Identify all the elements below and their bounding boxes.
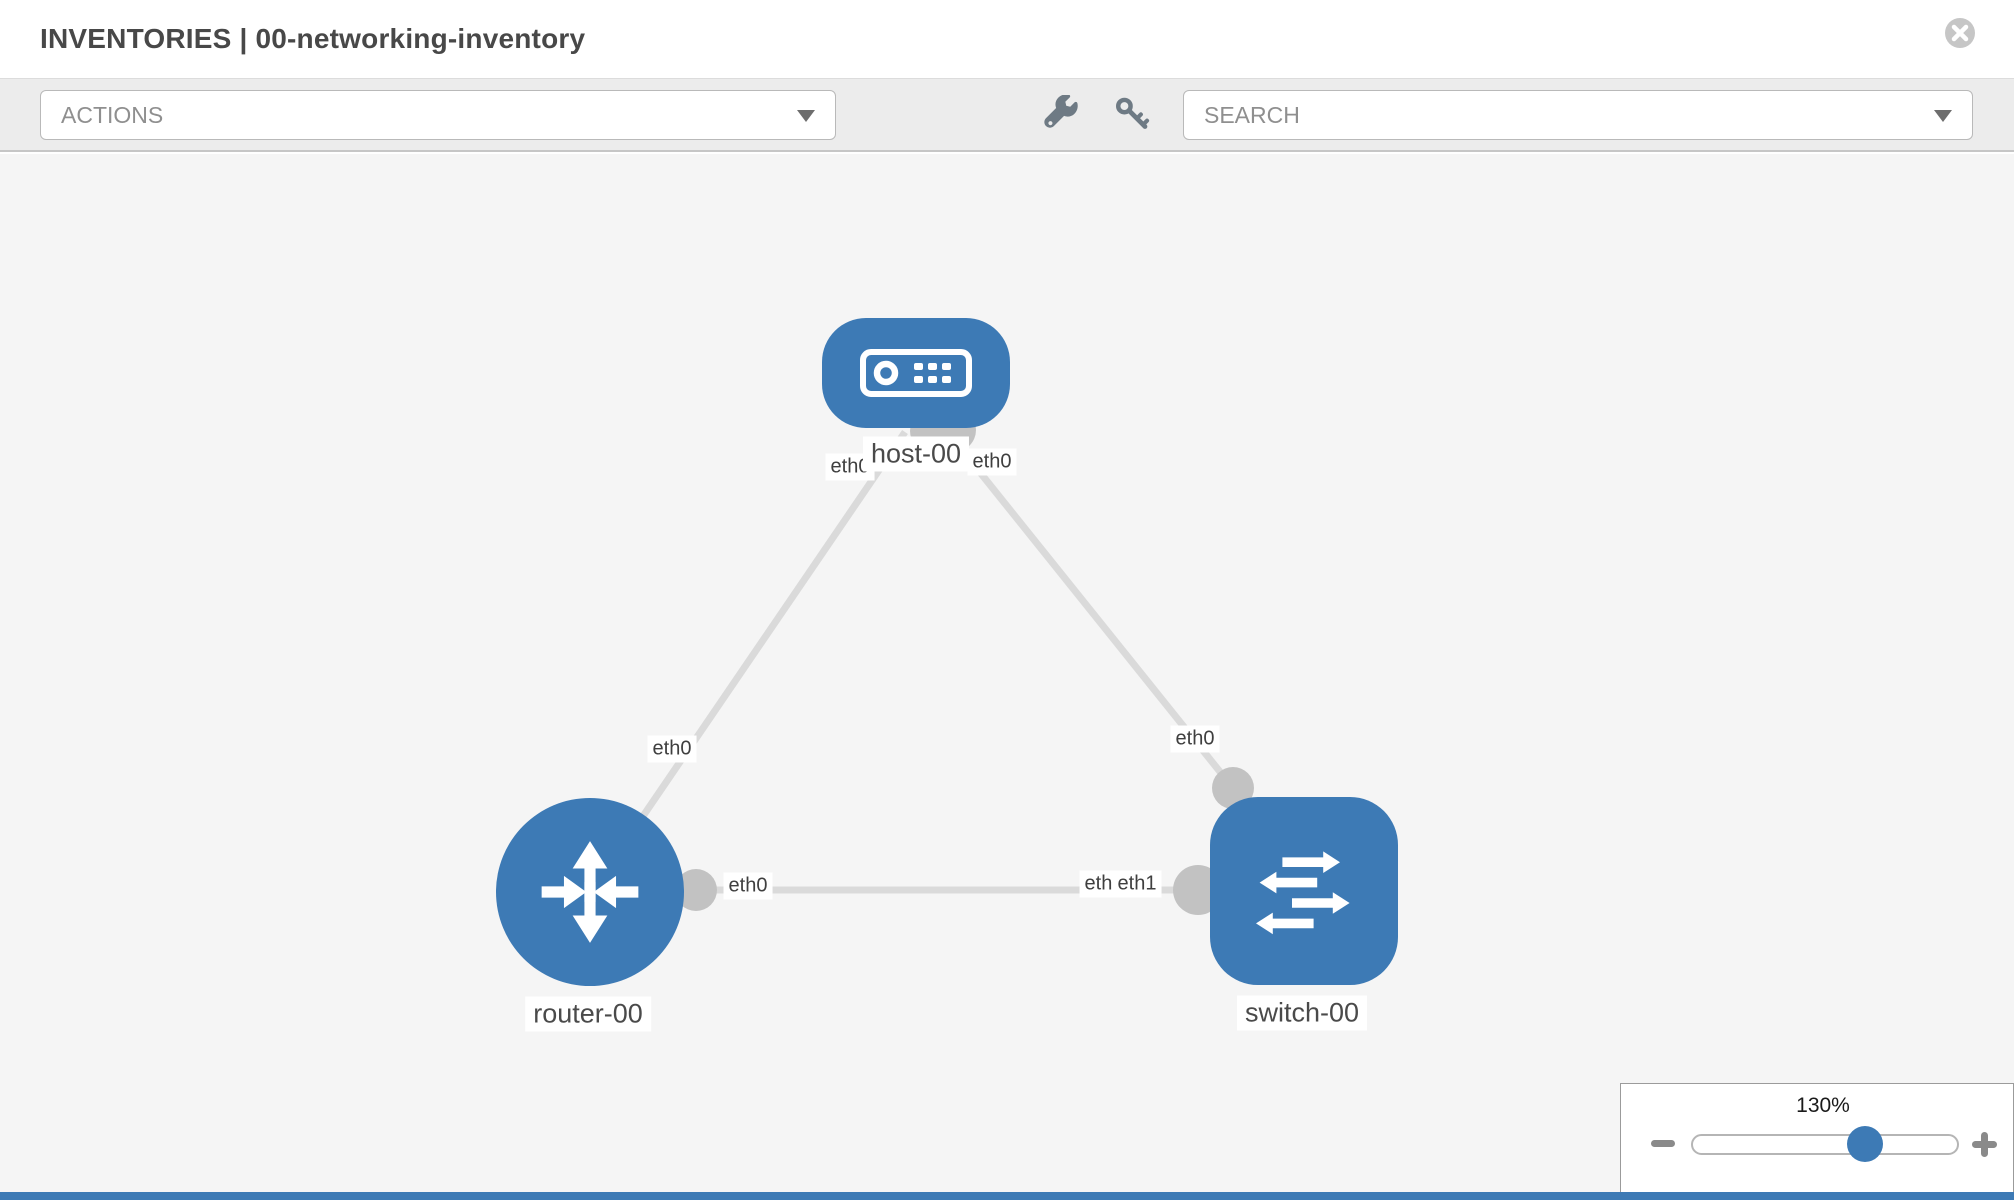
port-circle [675, 869, 717, 911]
interface-label: eth1 [1112, 870, 1162, 898]
zoom-panel: 130% [1620, 1083, 2014, 1200]
link-host-router [591, 430, 908, 890]
topology-canvas[interactable]: eth0 host-00 eth0 eth0 eth0 eth0 eth0 et… [0, 154, 2014, 1200]
chevron-down-icon [1934, 110, 1952, 122]
plus-icon [1981, 1132, 1988, 1157]
search-dropdown[interactable]: SEARCH [1183, 90, 1973, 140]
minus-icon [1651, 1140, 1675, 1147]
wrench-icon [1044, 95, 1078, 128]
credentials-button[interactable] [1110, 92, 1154, 136]
search-dropdown-label: SEARCH [1204, 101, 1300, 128]
node-label-router: router-00 [525, 996, 651, 1032]
zoom-slider-track[interactable] [1691, 1134, 1959, 1155]
bottom-accent-bar [0, 1192, 2014, 1200]
page-title: INVENTORIES | 00-networking-inventory [40, 23, 586, 54]
topology-links-layer [591, 408, 1254, 915]
router-icon [541, 841, 639, 943]
actions-dropdown-label: ACTIONS [61, 101, 164, 128]
node-label-host: host-00 [862, 436, 970, 472]
node-router-00[interactable] [496, 798, 684, 986]
close-button[interactable] [1943, 16, 1977, 50]
zoom-in-button[interactable] [1969, 1128, 1999, 1158]
interface-label: eth0 [1170, 725, 1220, 753]
switch-icon [1256, 851, 1350, 935]
toolbar: ACTIONS SEARCH [0, 78, 2014, 152]
key-icon [1116, 97, 1150, 129]
interface-label: eth0 [723, 872, 773, 900]
chevron-down-icon [797, 110, 815, 122]
node-switch-00[interactable] [1210, 797, 1398, 985]
close-icon [1945, 18, 1975, 48]
interface-label: eth0 [647, 735, 697, 763]
panel-header: INVENTORIES | 00-networking-inventory [0, 0, 2014, 78]
node-label-switch: switch-00 [1236, 995, 1368, 1031]
host-icon [860, 349, 972, 397]
zoom-level: 130% [1796, 1094, 1850, 1117]
configure-button[interactable] [1040, 92, 1084, 136]
node-host-00[interactable] [822, 318, 1010, 428]
actions-dropdown[interactable]: ACTIONS [40, 90, 836, 140]
interface-label: eth0 [967, 448, 1017, 476]
zoom-slider-knob[interactable] [1847, 1126, 1883, 1162]
zoom-out-button[interactable] [1648, 1128, 1678, 1158]
